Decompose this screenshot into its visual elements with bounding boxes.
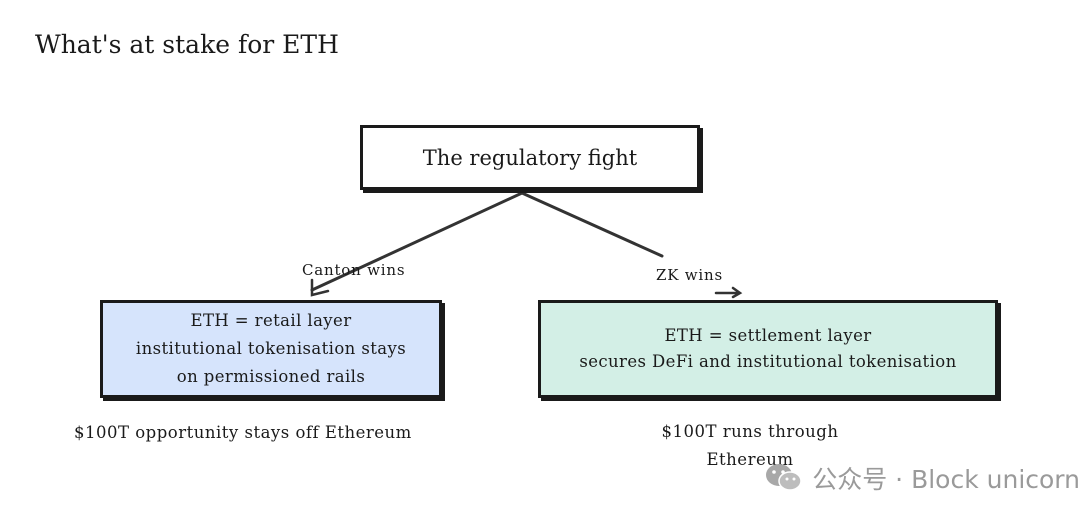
box-line: institutional tokenisation stays <box>135 339 407 358</box>
outcome-text-canton: $100T opportunity stays off Ethereum <box>74 423 412 442</box>
watermark-text: 公众号 · Block unicorn <box>812 465 1080 494</box>
arrowhead-right <box>714 286 743 299</box>
branch-label-zk: ZK wins <box>656 266 723 284</box>
box-line: on permissioned rails <box>176 367 366 386</box>
outcome-box-canton: ETH = retail layer institutional tokenis… <box>100 300 442 398</box>
watermark: 公众号 · Block unicorn <box>764 458 1080 498</box>
box-line: secures DeFi and institutional tokenisat… <box>579 352 957 371</box>
connector-left <box>310 191 524 292</box>
arrowhead-left <box>310 278 330 297</box>
outcome-text-zk: $100T runs through Ethereum <box>661 422 839 469</box>
connector-right <box>520 191 664 258</box>
root-node: The regulatory fight <box>360 125 700 190</box>
page-title: What's at stake for ETH <box>35 30 339 59</box>
outcome-box-zk: ETH = settlement layer secures DeFi and … <box>538 300 998 398</box>
wechat-icon <box>766 464 802 491</box>
box-line: ETH = retail layer <box>190 311 352 330</box>
root-label: The regulatory fight <box>422 145 638 170</box>
box-line: ETH = settlement layer <box>664 326 872 345</box>
branch-label-canton: Canton wins <box>302 261 406 279</box>
